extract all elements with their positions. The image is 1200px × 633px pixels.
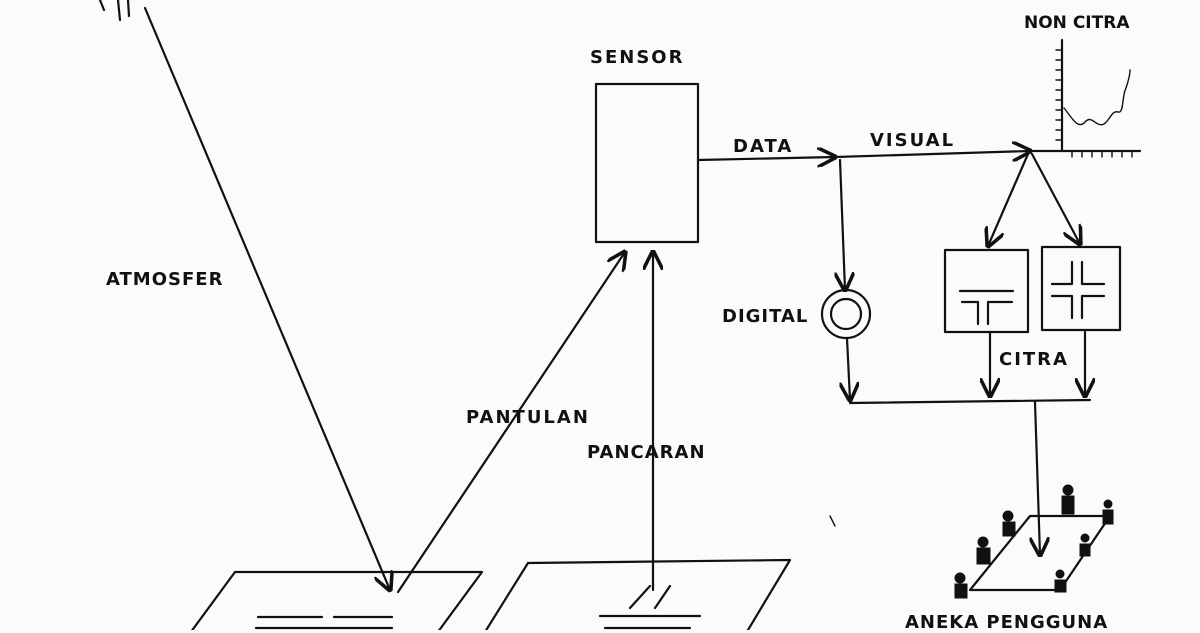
to-users-arrow	[1035, 400, 1040, 555]
pantulan-label: PANTULAN	[466, 407, 590, 428]
visual-label: VISUAL	[870, 130, 956, 151]
user-figure-icon	[976, 536, 991, 565]
citra-image-2	[1040, 245, 1122, 332]
non-citra-label: NON CITRA	[1024, 13, 1130, 33]
pancaran-label: PANCARAN	[587, 442, 706, 463]
atmosphere-ray-arrow	[143, 6, 390, 590]
data-arrow	[696, 157, 835, 160]
user-figure-icon	[1002, 510, 1016, 537]
aneka-pengguna-label: ANEKA PENGGUNA	[905, 612, 1109, 633]
digital-label: DIGITAL	[722, 306, 809, 327]
data-label: DATA	[733, 136, 794, 157]
pantulan-arrow	[396, 252, 625, 594]
user-figure-icon	[1054, 569, 1067, 593]
visual-line	[833, 151, 1030, 157]
digital-arrow	[840, 158, 845, 290]
user-figure-icon	[1079, 533, 1091, 557]
citra-image-1	[943, 248, 1030, 334]
sensor-box	[594, 82, 700, 244]
user-figure-icon	[954, 572, 968, 599]
sensor-label: SENSOR	[590, 47, 685, 68]
ground-surface-2	[484, 558, 792, 630]
ground-surface-1	[190, 570, 484, 630]
user-figure-icon	[1061, 484, 1075, 515]
atmosfer-label: ATMOSFER	[106, 269, 224, 290]
citra-label: CITRA	[999, 349, 1069, 370]
digital-disc-icon	[820, 288, 872, 340]
users-table	[954, 484, 1114, 599]
sun-rays-icon	[98, 0, 131, 22]
non-citra-graph	[1055, 38, 1133, 158]
user-figure-icon	[1102, 499, 1114, 525]
